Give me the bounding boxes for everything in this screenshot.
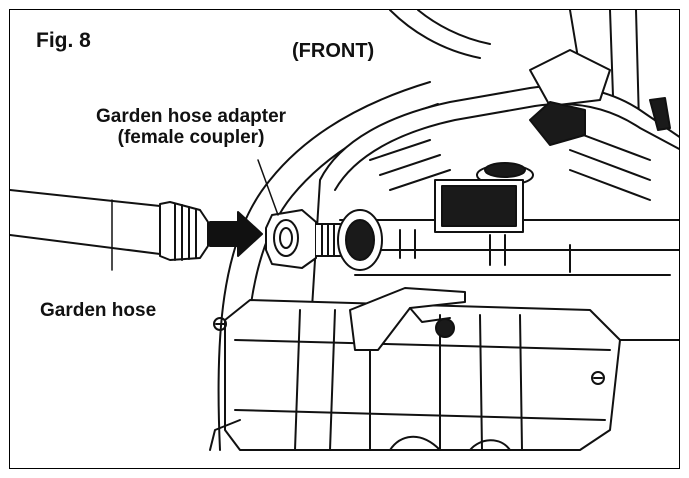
figure-frame: Fig. 8 (FRONT) Garden hose adapter (fema… xyxy=(9,9,680,469)
front-tray xyxy=(209,287,621,451)
adapter-callout-line2: (female coupler) xyxy=(117,127,265,149)
frame-tube-top xyxy=(389,10,491,59)
engine-cowling xyxy=(309,49,679,341)
garden-hose xyxy=(10,189,161,271)
view-label: (FRONT) xyxy=(292,40,375,62)
pressure-washer-illustration xyxy=(10,10,679,451)
adapter-leader-line xyxy=(257,159,279,216)
figure-number: Fig. 8 xyxy=(36,29,91,52)
hose-coupler-end xyxy=(159,201,209,261)
garden-hose-adapter xyxy=(265,209,383,271)
hose-callout: Garden hose xyxy=(40,300,157,321)
direction-arrow xyxy=(209,211,263,257)
adapter-callout: Garden hose adapter (female coupler) xyxy=(96,106,286,149)
adapter-callout-line1: Garden hose adapter xyxy=(96,106,287,127)
